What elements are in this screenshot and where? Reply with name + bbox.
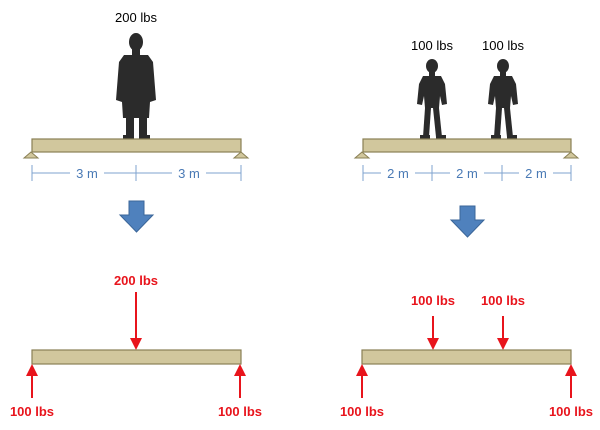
left-dimension-label-2: 3 m — [178, 166, 200, 181]
right-right-reaction-label: 100 lbs — [549, 404, 593, 419]
left-reaction-arrow-right-icon — [234, 364, 246, 398]
left-right-reaction-label: 100 lbs — [218, 404, 262, 419]
left-left-reaction-label: 100 lbs — [10, 404, 54, 419]
left-loaded-scene: 200 lbs 3 m 3 m — [22, 10, 250, 181]
right-top-beam — [362, 138, 572, 153]
left-person-weight-label: 200 lbs — [115, 10, 157, 25]
left-dimension-line — [31, 165, 242, 181]
left-dimension-label-1: 3 m — [76, 166, 98, 181]
right-transition-arrow-icon — [449, 205, 486, 238]
left-top-beam — [31, 138, 242, 153]
right-applied-load-arrow-2-icon — [497, 316, 509, 350]
right-applied-load-arrow-1-icon — [427, 316, 439, 350]
left-applied-load-arrow-icon — [130, 292, 142, 350]
right-dimension-label-2: 2 m — [456, 166, 478, 181]
left-bottom-beam — [31, 349, 242, 365]
right-person-2-weight-label: 100 lbs — [482, 38, 524, 53]
left-top-beam-right-support — [232, 151, 250, 159]
right-bottom-beam — [361, 349, 572, 365]
right-free-body-diagram: 100 lbs 100 lbs 100 lbs 100 lbs — [340, 293, 593, 419]
left-transition-arrow-icon — [118, 200, 155, 233]
right-reaction-arrow-left-icon — [356, 364, 368, 398]
right-applied-load-label-1: 100 lbs — [411, 293, 455, 308]
right-person-1-silhouette — [417, 59, 447, 139]
right-person-1-weight-label: 100 lbs — [411, 38, 453, 53]
right-top-beam-left-support — [353, 151, 371, 159]
right-loaded-scene: 100 lbs 100 lbs — [353, 38, 580, 181]
right-top-beam-right-support — [562, 151, 580, 159]
right-dimension-label-1: 2 m — [387, 166, 409, 181]
left-free-body-diagram: 200 lbs 100 lbs 100 lbs — [10, 273, 262, 419]
right-dimension-line — [362, 165, 572, 181]
right-person-2-silhouette — [488, 59, 518, 139]
right-applied-load-label-2: 100 lbs — [481, 293, 525, 308]
right-dimension-label-3: 2 m — [525, 166, 547, 181]
left-top-beam-left-support — [22, 151, 40, 159]
left-person-silhouette — [116, 33, 156, 139]
right-left-reaction-label: 100 lbs — [340, 404, 384, 419]
left-reaction-arrow-left-icon — [26, 364, 38, 398]
left-applied-load-label: 200 lbs — [114, 273, 158, 288]
right-reaction-arrow-right-icon — [565, 364, 577, 398]
